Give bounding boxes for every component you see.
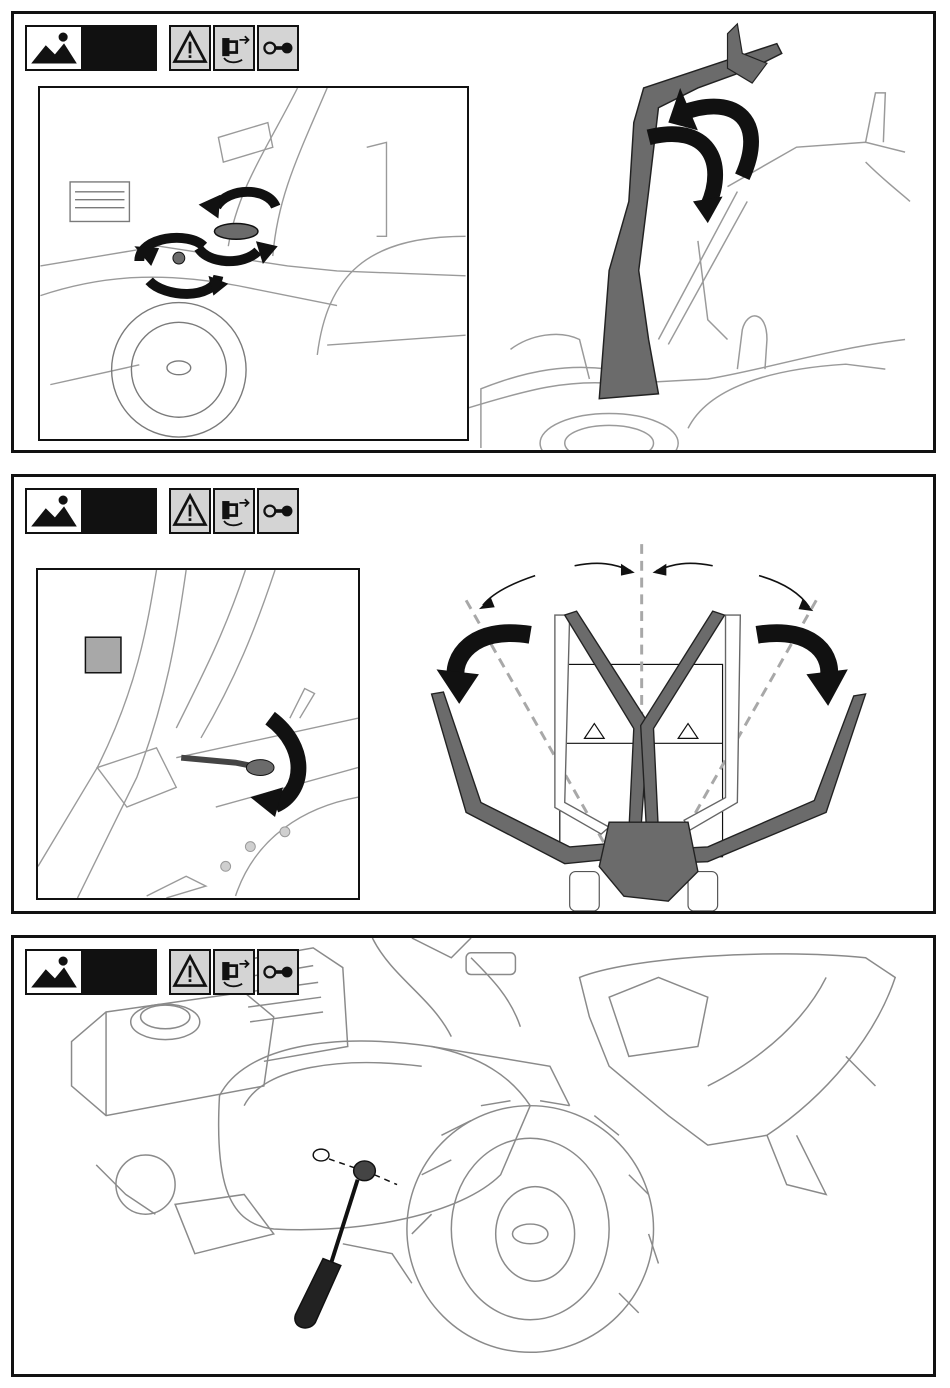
warning-triangle-icon [169, 25, 211, 71]
warning-triangle-icon [169, 949, 211, 995]
unplug-spark-icon [213, 949, 255, 995]
symbol-strip [25, 25, 301, 71]
photo-icon [25, 488, 83, 534]
panel-handle-offset [11, 474, 936, 914]
key-icon [257, 488, 299, 534]
photo-icon [25, 949, 83, 995]
panel-screw-removal [11, 935, 936, 1377]
black-marker-tile [83, 25, 157, 71]
grey-marker-square [85, 637, 121, 673]
illustration-screw-removal [14, 938, 933, 1374]
unplug-spark-icon [213, 488, 255, 534]
key-icon [257, 949, 299, 995]
inset-handle-lock-detail [38, 86, 469, 441]
key-icon [257, 25, 299, 71]
inset-offset-lever-detail [36, 568, 360, 900]
photo-icon [25, 25, 83, 71]
unplug-spark-icon [213, 25, 255, 71]
symbol-strip [25, 949, 301, 995]
black-marker-tile [83, 949, 157, 995]
warning-triangle-icon [169, 488, 211, 534]
symbol-strip [25, 488, 301, 534]
panel-handle-height [11, 11, 936, 453]
black-marker-tile [83, 488, 157, 534]
